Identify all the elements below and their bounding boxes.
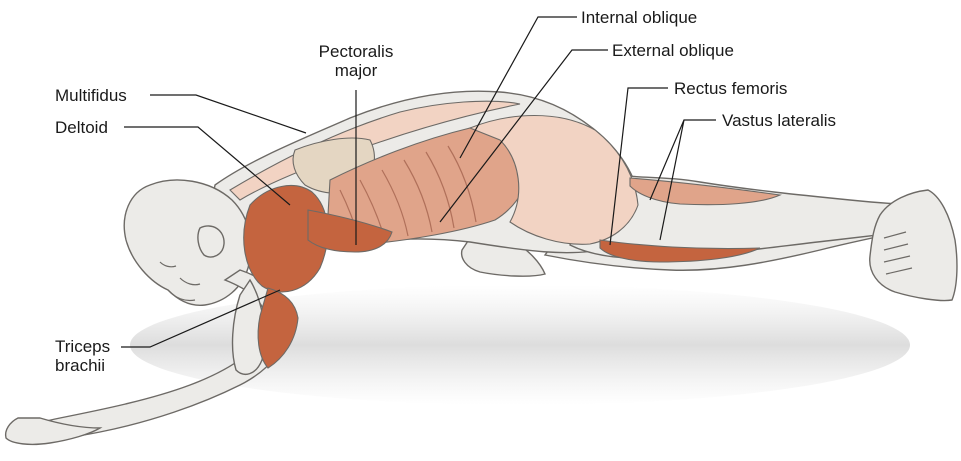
label-pectoralis-major: Pectoralis major <box>308 42 404 80</box>
label-deltoid: Deltoid <box>55 118 108 137</box>
label-internal-oblique: Internal oblique <box>581 8 697 27</box>
label-triceps-line2: brachii <box>55 356 110 375</box>
label-rectus-femoris: Rectus femoris <box>674 79 787 98</box>
label-triceps-line1: Triceps <box>55 337 110 356</box>
label-external-oblique: External oblique <box>612 41 734 60</box>
ear <box>198 226 224 257</box>
label-multifidus: Multifidus <box>55 86 127 105</box>
label-pectoralis-line2: major <box>308 61 404 80</box>
label-pectoralis-line1: Pectoralis <box>308 42 404 61</box>
label-vastus-lateralis: Vastus lateralis <box>722 111 836 130</box>
label-triceps-brachii: Triceps brachii <box>55 337 110 375</box>
